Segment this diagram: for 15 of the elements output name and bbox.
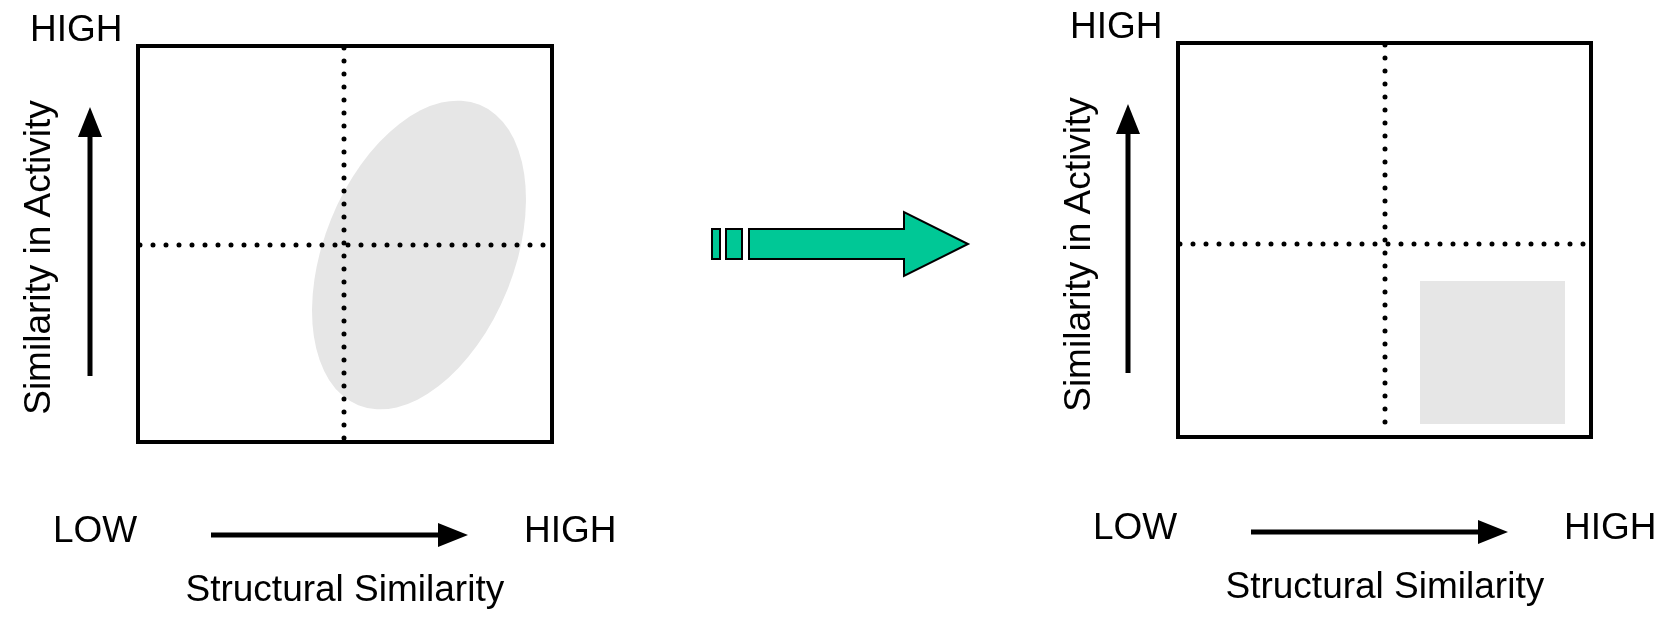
axis-title: Structural Similarity (185, 570, 505, 607)
axis-title: Similarity in Activity (18, 99, 56, 415)
axis-end-label: LOW (53, 511, 138, 548)
axis-title: Structural Similarity (1225, 567, 1545, 604)
axis-end-label: HIGH (524, 511, 617, 548)
plot-frame (136, 44, 554, 444)
block-arrow (711, 210, 971, 278)
axis-end-label: HIGH (1070, 7, 1163, 44)
axis-end-label: HIGH (1564, 508, 1657, 545)
axis-end-label: HIGH (30, 10, 123, 47)
shaded-region (312, 100, 526, 410)
shaded-region (1420, 281, 1565, 424)
axis-end-label: LOW (1093, 508, 1178, 545)
plot-frame (1176, 41, 1593, 439)
axis-title: Similarity in Activity (1058, 96, 1096, 412)
